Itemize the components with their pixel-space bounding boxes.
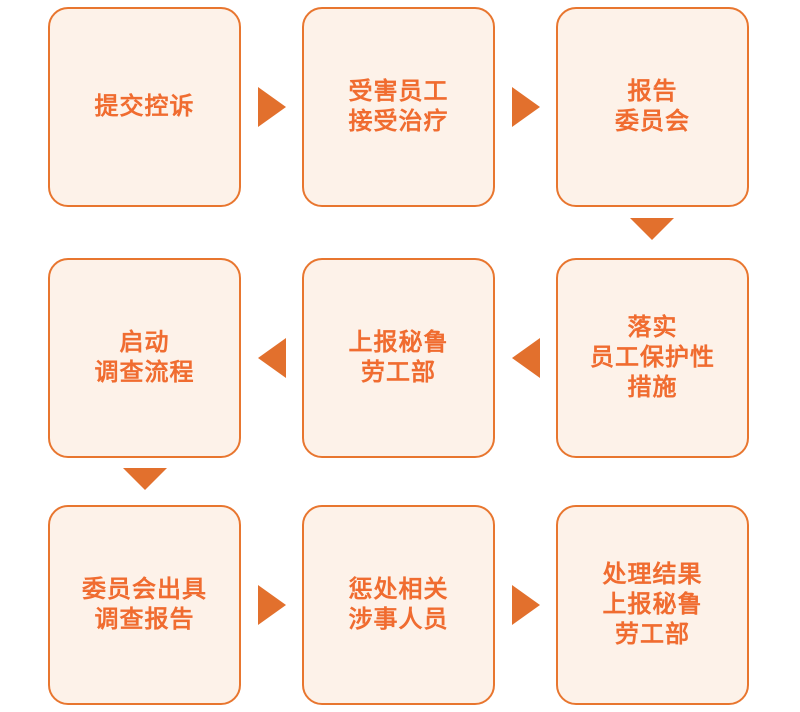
node-report-peru-labor-ministry: 上报秘鲁 劳工部	[302, 258, 495, 458]
node-punish-involved-personnel: 惩处相关 涉事人员	[302, 505, 495, 705]
node-label-line: 处理结果	[602, 561, 703, 588]
node-label-line: 措施	[627, 374, 678, 401]
node-label-line: 报告	[627, 78, 678, 105]
node-label-line: 劳工部	[615, 621, 690, 648]
arrow-right-icon	[512, 87, 540, 127]
arrow-right-icon	[258, 585, 286, 625]
node-label-line: 调查流程	[94, 359, 195, 386]
node-label-line: 劳工部	[361, 359, 436, 386]
arrow-right-icon	[258, 87, 286, 127]
arrow-left-icon	[258, 338, 286, 378]
node-label-line: 委员会出具	[82, 576, 207, 603]
node-report-results-labor-ministry: 处理结果 上报秘鲁 劳工部	[556, 505, 749, 705]
node-label-line: 涉事人员	[348, 606, 449, 633]
node-label-line: 接受治疗	[348, 108, 449, 135]
node-label-line: 惩处相关	[348, 576, 449, 603]
node-submit-complaint: 提交控诉	[48, 7, 241, 207]
node-start-investigation: 启动 调查流程	[48, 258, 241, 458]
node-label-line: 上报秘鲁	[348, 329, 449, 356]
arrow-down-icon	[630, 218, 674, 240]
node-label-line: 受害员工	[348, 78, 449, 105]
arrow-down-icon	[123, 468, 167, 490]
node-label-line: 启动	[119, 329, 170, 356]
node-injured-employee-treatment: 受害员工 接受治疗	[302, 7, 495, 207]
arrow-right-icon	[512, 585, 540, 625]
node-label-line: 委员会	[615, 108, 690, 135]
node-label-line: 提交控诉	[94, 93, 195, 120]
node-committee-investigation-report: 委员会出具 调查报告	[48, 505, 241, 705]
node-label-line: 上报秘鲁	[602, 591, 703, 618]
node-label-line: 员工保护性	[590, 344, 715, 371]
node-report-committee: 报告 委员会	[556, 7, 749, 207]
node-label-line: 调查报告	[94, 606, 195, 633]
node-label-line: 落实	[627, 314, 678, 341]
node-implement-protective-measures: 落实 员工保护性 措施	[556, 258, 749, 458]
arrow-left-icon	[512, 338, 540, 378]
